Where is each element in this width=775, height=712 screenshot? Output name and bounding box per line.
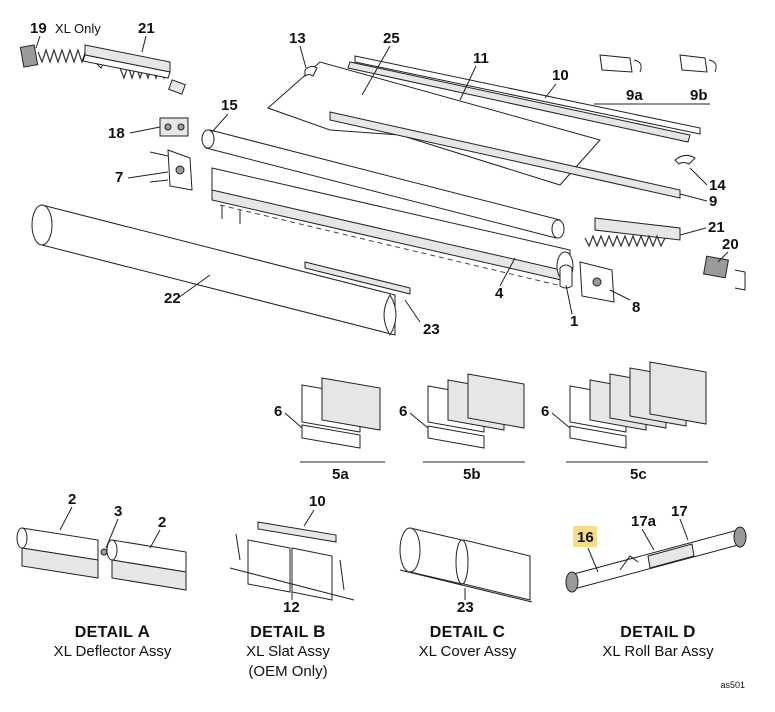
strip-23 xyxy=(304,261,411,295)
slat-5b-callout: 6 xyxy=(399,403,407,420)
detail-d-caption: DETAIL D XL Roll Bar Assy xyxy=(568,622,748,662)
callout-22: 22 xyxy=(164,290,181,307)
detail-d-head: DETAIL xyxy=(620,624,679,641)
small-parts-9a-9b xyxy=(594,54,717,105)
detail-b-head: DETAIL xyxy=(250,624,309,641)
detail-b-letter: B xyxy=(313,622,326,641)
callout-16-highlight xyxy=(573,526,597,547)
end-part-1 xyxy=(559,264,573,289)
slat-group-5c xyxy=(566,361,708,463)
detail-d-letter: D xyxy=(683,622,696,641)
detail-a-drawing xyxy=(16,527,187,591)
slat-9 xyxy=(329,111,681,199)
callout-19-note: XL Only xyxy=(55,21,101,36)
detail-b-name: XL Slat Assy xyxy=(246,643,330,660)
roller-tube-15 xyxy=(201,129,565,239)
detail-b-callout-2: 12 xyxy=(283,599,300,616)
callout-20: 20 xyxy=(722,236,739,253)
callout-19: 19 xyxy=(30,20,47,37)
callout-9b: 9b xyxy=(690,87,708,104)
callout-1: 1 xyxy=(570,313,578,330)
callout-9: 9 xyxy=(709,193,717,210)
slat-group-5a xyxy=(300,377,385,463)
callout-21-mid: 21 xyxy=(708,219,725,236)
slat-10-top xyxy=(354,55,701,135)
slat-5a-callout: 6 xyxy=(274,403,282,420)
slat-5c-callout: 6 xyxy=(541,403,549,420)
callout-21-top: 21 xyxy=(138,20,155,37)
callout-9a: 9a xyxy=(626,87,643,104)
detail-c-name: XL Cover Assy xyxy=(418,643,517,660)
detail-d-name: XL Roll Bar Assy xyxy=(602,643,714,660)
slat-5a-label: 5a xyxy=(332,466,349,483)
leader-lines-top xyxy=(35,35,729,323)
callout-13: 13 xyxy=(289,30,306,47)
leader-lines-detail-a xyxy=(59,506,161,549)
callout-23-main: 23 xyxy=(423,321,440,338)
detail-a-caption: DETAIL A XL Deflector Assy xyxy=(20,622,205,662)
end-plate-7 xyxy=(149,149,193,191)
slat-rail-11 xyxy=(347,61,691,143)
detail-b-callout-1: 10 xyxy=(309,493,326,510)
detail-a-head: DETAIL xyxy=(74,624,133,641)
spring-end-20 xyxy=(703,255,746,291)
detail-c-drawing xyxy=(399,527,533,603)
detail-c-callout: 23 xyxy=(457,599,474,616)
leader-lines-detail-d xyxy=(587,518,689,573)
leader-lines-slats xyxy=(284,412,571,429)
detail-b-extra: (OEM Only) xyxy=(248,663,328,680)
cover-22 xyxy=(31,204,397,336)
slat-group-5b xyxy=(423,373,525,463)
slat-5c-label: 5c xyxy=(630,466,647,483)
detail-a-name: XL Deflector Assy xyxy=(53,643,172,660)
drawing-reference: as501 xyxy=(720,680,745,690)
mount-18 xyxy=(159,117,189,137)
clip-14 xyxy=(674,154,696,165)
detail-d-callout-2: 17a xyxy=(631,513,657,530)
callout-25: 25 xyxy=(383,30,400,47)
clip-13 xyxy=(304,65,318,77)
detail-a-callout-2: 3 xyxy=(114,503,122,520)
callout-7: 7 xyxy=(115,169,123,186)
callout-10-top: 10 xyxy=(552,67,569,84)
callout-4: 4 xyxy=(495,285,504,302)
callout-15: 15 xyxy=(221,97,238,114)
end-cap-8 xyxy=(579,261,615,303)
detail-c-head: DETAIL xyxy=(429,624,488,641)
slat-5b-label: 5b xyxy=(463,466,481,483)
detail-b-caption: DETAIL B XL Slat Assy (OEM Only) xyxy=(213,622,363,682)
detail-d-callout-3: 17 xyxy=(671,503,688,520)
callout-18: 18 xyxy=(108,125,125,142)
detail-d-drawing xyxy=(565,526,747,593)
callout-11: 11 xyxy=(473,50,489,67)
detail-d-callout-1: 16 xyxy=(577,529,594,546)
detail-a-callout-1: 2 xyxy=(68,491,76,508)
detail-b-drawing xyxy=(229,521,355,601)
callout-14: 14 xyxy=(709,177,726,194)
bracket-rail-21-top xyxy=(82,44,171,79)
detail-a-callout-3: 2 xyxy=(158,514,166,531)
detail-c-caption: DETAIL C XL Cover Assy xyxy=(390,622,545,662)
leader-lines-detail-b xyxy=(291,509,315,600)
detail-c-letter: C xyxy=(492,622,506,641)
detail-a-letter: A xyxy=(137,622,151,641)
callout-8: 8 xyxy=(632,299,640,316)
spring-bracket-21-mid xyxy=(584,217,681,248)
